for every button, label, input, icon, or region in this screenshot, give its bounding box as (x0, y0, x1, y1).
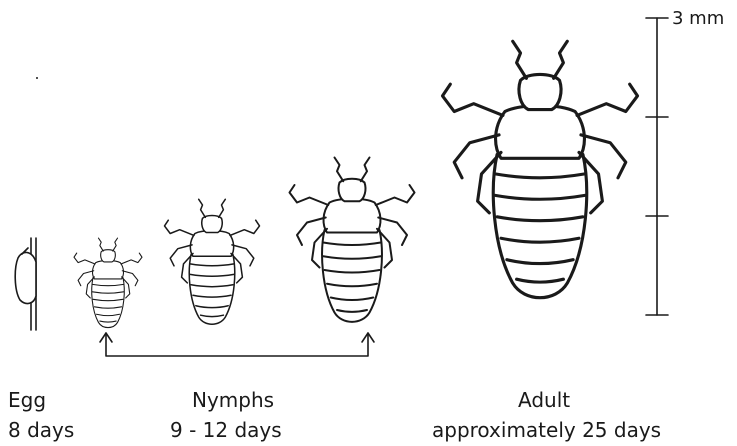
stray-mark (36, 77, 38, 79)
nymph-second-instar (165, 199, 260, 324)
nymph-third-instar (290, 158, 415, 322)
nymph-first-instar (74, 238, 142, 327)
adult-duration: approximately 25 days (432, 418, 661, 442)
egg-duration: 8 days (8, 418, 74, 442)
nymphs-label: Nymphs (192, 388, 274, 412)
scale-label: 3 mm (672, 8, 724, 29)
adult-label: Adult (518, 388, 570, 412)
egg-label: Egg (8, 388, 46, 412)
scale-bar (646, 18, 668, 315)
nymph-span-arrow (100, 333, 374, 356)
egg-illustration (15, 238, 36, 330)
adult-louse (443, 41, 638, 297)
nymphs-duration: 9 - 12 days (170, 418, 282, 442)
